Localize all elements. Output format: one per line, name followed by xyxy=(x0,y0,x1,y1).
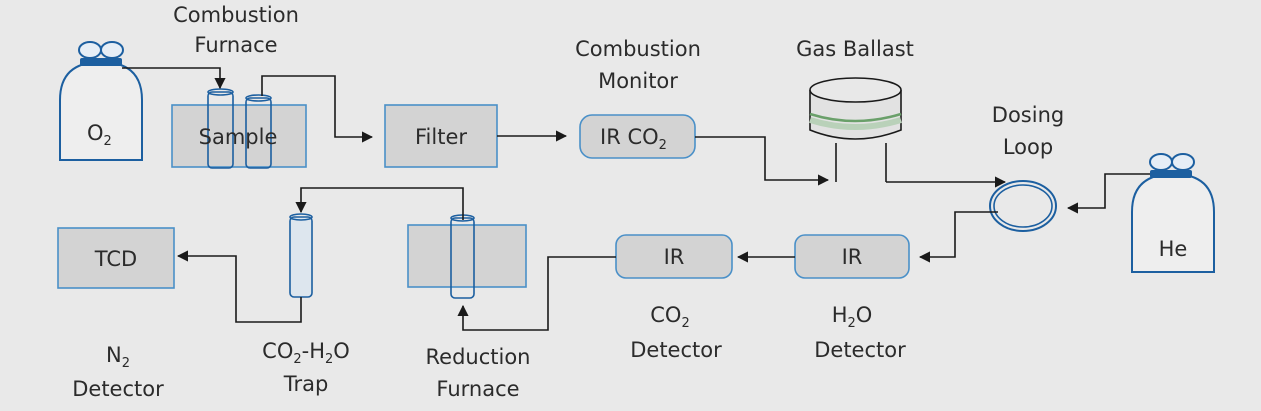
gas-cylinder-icon xyxy=(59,41,143,161)
coil-loop-icon xyxy=(989,180,1057,232)
flow-co2-to-reduction-furnace xyxy=(457,256,616,331)
combustion-monitor-label-line2: Monitor xyxy=(598,69,678,93)
flow-loop-to-h2o-detector xyxy=(918,211,998,263)
flow-he-to-loop xyxy=(1066,173,1150,214)
ir-co2-monitor: IR CO2 xyxy=(579,114,696,159)
h2o-detector-label-line2: Detector xyxy=(814,338,906,362)
flow-o2-to-furnace xyxy=(122,67,226,90)
co2-ir-detector: IR xyxy=(615,234,733,279)
ir-co2-label: IR CO2 xyxy=(600,125,667,153)
flow-furnace-to-filter xyxy=(261,75,374,143)
flow-monitor-to-ballast xyxy=(695,136,830,186)
trap-label-line2: Trap xyxy=(283,372,329,396)
he-label: He xyxy=(1159,237,1188,261)
o2-label: O2 xyxy=(87,121,112,149)
dosing-loop-label-line2: Loop xyxy=(1003,135,1053,159)
dosing-loop-label-line1: Dosing xyxy=(992,103,1064,127)
reduction-furnace-label-line2: Furnace xyxy=(436,377,519,401)
gas-cylinder-icon xyxy=(1131,153,1215,273)
ir-right-label: IR xyxy=(842,245,863,269)
filter: Filter xyxy=(384,104,498,168)
n2-detector-label-line1: N2 xyxy=(106,343,130,371)
sample-label: Sample xyxy=(199,125,278,149)
combustion-furnace-label-line2: Furnace xyxy=(194,33,277,57)
n2-detector-label-line2: Detector xyxy=(72,377,164,401)
flow-trap-to-tcd xyxy=(176,250,302,323)
combustion-furnace-label-line1: Combustion xyxy=(173,3,299,27)
filter-label: Filter xyxy=(415,125,467,149)
ir-left-label: IR xyxy=(664,245,685,269)
co2-detector-label-line2: Detector xyxy=(630,338,722,362)
tcd-detector: TCD xyxy=(57,227,175,289)
gas-ballast xyxy=(809,77,902,182)
h2o-detector-label-line1: H2O xyxy=(832,303,873,331)
combustion-tube-left xyxy=(207,91,234,169)
reduction-furnace xyxy=(407,214,527,299)
he-cylinder: He xyxy=(1131,153,1215,273)
trap-label-line1: CO2-H2O xyxy=(262,339,350,367)
combustion-furnace: Sample xyxy=(171,88,307,169)
tcd-label: TCD xyxy=(94,247,137,271)
co2-detector-label-line1: CO2 xyxy=(650,303,689,331)
ballast-tank-icon xyxy=(809,77,902,140)
combustion-monitor-label-line1: Combustion xyxy=(575,37,701,61)
co2-h2o-trap xyxy=(289,213,313,298)
flow-reduction-to-trap xyxy=(295,187,464,220)
gas-ballast-label: Gas Ballast xyxy=(796,37,914,61)
combustion-furnace-box xyxy=(171,104,307,168)
combustion-tube-right xyxy=(245,97,272,169)
o2-cylinder: O2 xyxy=(59,41,143,161)
reduction-furnace-label-line1: Reduction xyxy=(426,345,531,369)
h2o-ir-detector: IR xyxy=(794,234,910,279)
